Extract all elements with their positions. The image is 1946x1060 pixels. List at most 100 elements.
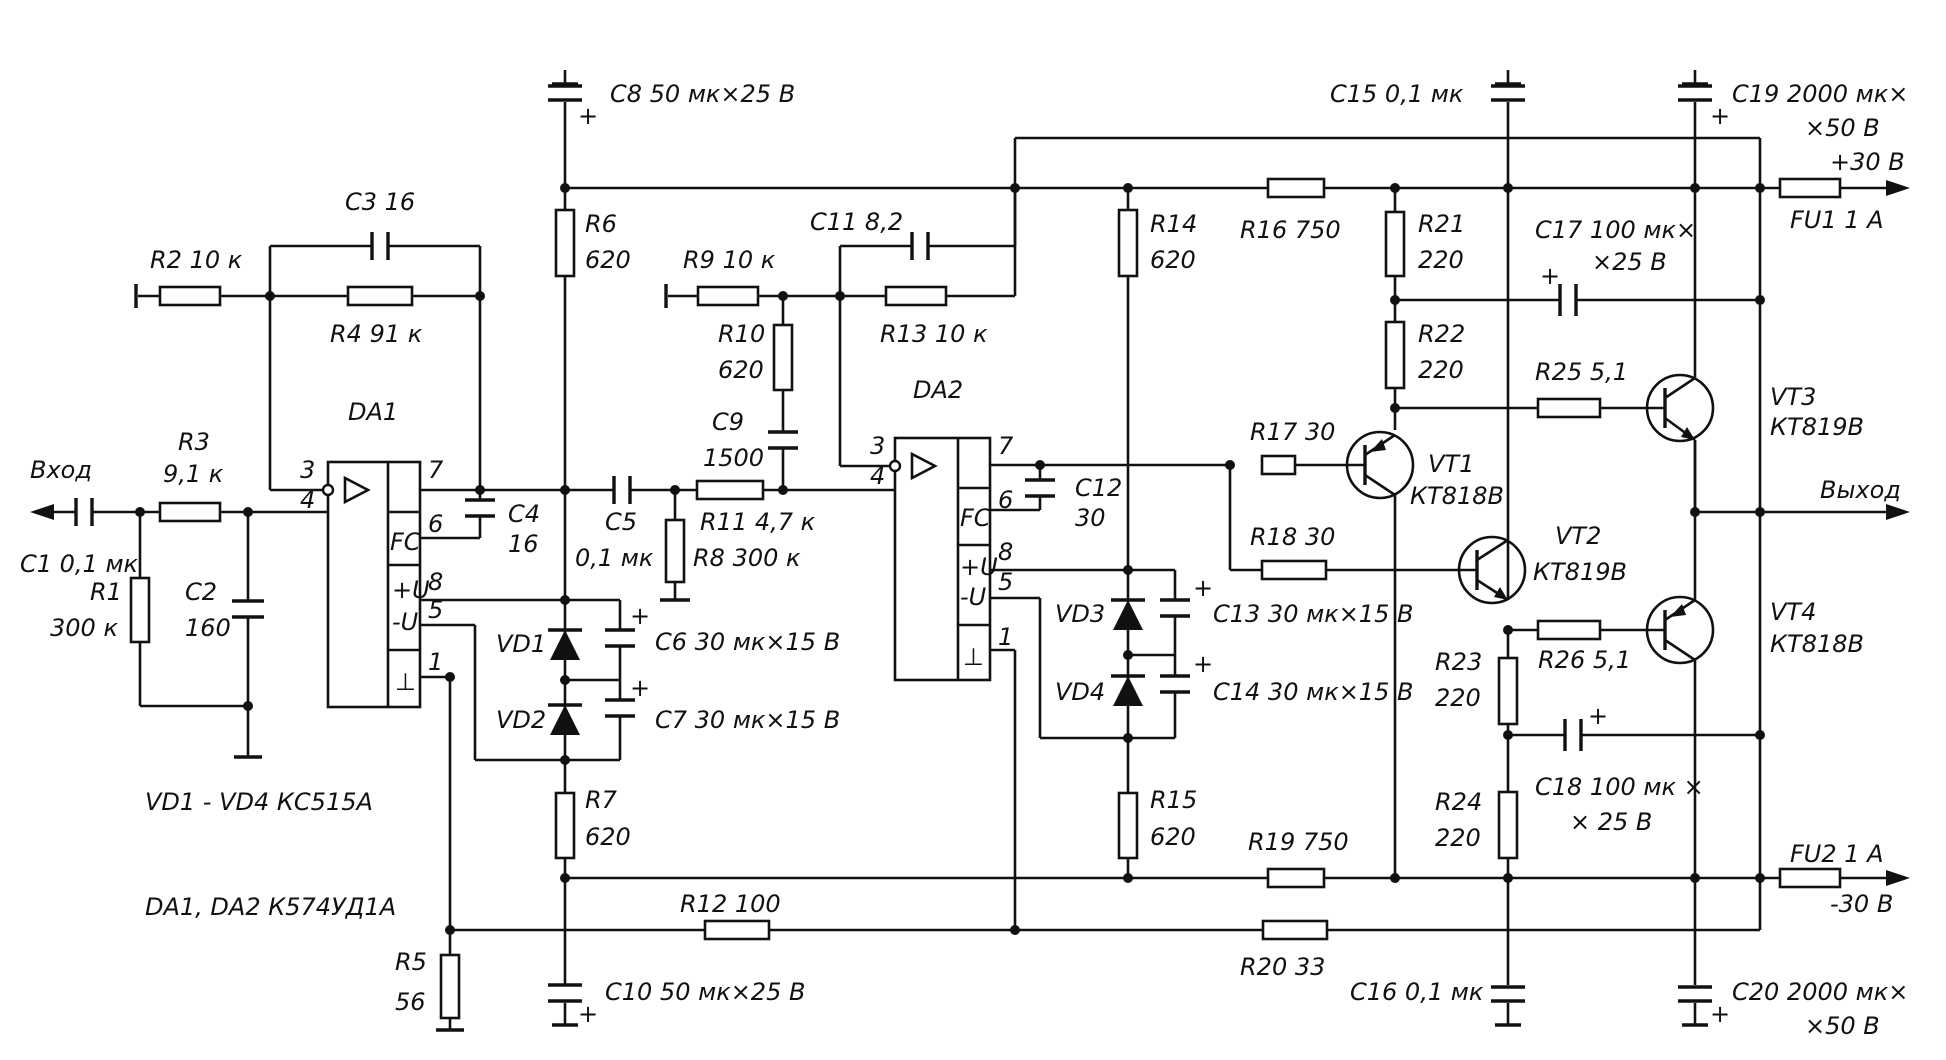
c8-plus: +	[578, 102, 598, 130]
da1-plus-u: +U	[392, 576, 430, 604]
r3-name: R3	[178, 428, 210, 456]
da2-pin5: 5	[998, 568, 1013, 596]
da2-minus-u: -U	[960, 583, 987, 611]
c5-value: 0,1 мк	[575, 544, 654, 572]
r3-value: 9,1 к	[163, 460, 224, 488]
resistor-r18	[1260, 559, 1328, 581]
c4-name: C4	[508, 500, 540, 528]
r14-value: 620	[1150, 246, 1196, 274]
r21-name: R21	[1418, 210, 1465, 238]
c9-value: 1500	[703, 444, 764, 472]
c20-plus: +	[1710, 1000, 1730, 1028]
terminals	[30, 70, 1910, 1032]
c20-label: C20 2000 мк×	[1732, 978, 1908, 1006]
c7-label: C7 30 мк×15 В	[655, 706, 840, 734]
da1-pin5: 5	[428, 596, 443, 624]
da1-minus-u: -U	[392, 608, 419, 636]
vd3-label: VD3	[1055, 600, 1105, 628]
zener-vd3	[1113, 600, 1143, 630]
c19-label-2: ×50 В	[1805, 114, 1880, 142]
r21-value: 220	[1418, 246, 1464, 274]
resistor-r21	[1384, 210, 1406, 278]
r22-value: 220	[1418, 356, 1464, 384]
r19-label: R19 750	[1248, 828, 1349, 856]
r1-value: 300 к	[50, 614, 118, 642]
input-arrow	[30, 504, 54, 520]
c13-plus: +	[1193, 574, 1213, 602]
c2-name: C2	[185, 578, 217, 606]
da1-fc: FC	[390, 528, 421, 556]
r6-value: 620	[585, 246, 631, 274]
resistor-r23	[1497, 656, 1519, 726]
da2-pin7: 7	[998, 432, 1014, 460]
r15-name: R15	[1150, 786, 1197, 814]
da2-pin4: 4	[870, 462, 885, 490]
zener-vd2	[550, 705, 580, 735]
r11-label: R11 4,7 к	[700, 508, 816, 536]
vt1-label: VT1	[1428, 450, 1474, 478]
c12-name: C12	[1075, 474, 1122, 502]
r17-label: R17 30	[1250, 418, 1335, 446]
zener-diodes	[548, 598, 1145, 735]
r10-value: 620	[718, 356, 764, 384]
output-label: Выход	[1820, 476, 1901, 504]
r6-name: R6	[585, 210, 617, 238]
r7-value: 620	[585, 823, 631, 851]
da1-pin7: 7	[428, 456, 444, 484]
c6-plus: +	[630, 602, 650, 630]
r22-name: R22	[1418, 320, 1465, 348]
c14-plus: +	[1193, 650, 1213, 678]
c19-label: C19 2000 мк×	[1732, 80, 1908, 108]
r8-label: R8 300 к	[693, 544, 801, 572]
resistor-r6	[554, 208, 576, 278]
output-arrow	[1886, 504, 1910, 520]
da2-plus-u: +U	[960, 553, 998, 581]
r5-name: R5	[395, 948, 427, 976]
da2-pin3: 3	[870, 432, 885, 460]
c10-label: C10 50 мк×25 В	[605, 978, 805, 1006]
c19-plus: +	[1710, 102, 1730, 130]
r25-label: R25 5,1	[1535, 358, 1628, 386]
resistor-r26	[1536, 619, 1602, 641]
resistor-r11	[695, 479, 765, 501]
op-amp-da2	[888, 436, 992, 682]
da1-pin1: 1	[428, 648, 443, 676]
c15-label: C15 0,1 мк	[1330, 80, 1464, 108]
r24-name: R24	[1435, 788, 1482, 816]
c18-plus: +	[1588, 702, 1608, 730]
minus30-arrow	[1886, 870, 1910, 886]
junctions	[135, 183, 1765, 935]
da2-pin6: 6	[998, 486, 1013, 514]
r24-value: 220	[1435, 824, 1481, 852]
r9-label: R9 10 к	[683, 246, 776, 274]
resistor-r24	[1497, 790, 1519, 860]
c2-value: 160	[185, 614, 231, 642]
resistor-r15	[1117, 791, 1139, 860]
r26-label: R26 5,1	[1538, 646, 1631, 674]
da1-label: DA1	[348, 398, 398, 426]
da-note: DA1, DA2 К574УД1А	[145, 893, 396, 921]
da2-gnd: ⊥	[963, 643, 984, 671]
transistors	[1345, 373, 1715, 665]
resistor-r14	[1117, 208, 1139, 278]
vt4-label: VT4	[1770, 598, 1816, 626]
c20-label-2: ×50 В	[1805, 1012, 1880, 1040]
resistor-r2	[158, 285, 222, 307]
c17-plus: +	[1540, 262, 1560, 290]
input-label: Вход	[30, 456, 92, 484]
r23-name: R23	[1435, 648, 1482, 676]
da2-pin8: 8	[998, 538, 1013, 566]
c7-plus: +	[630, 674, 650, 702]
r23-value: 220	[1435, 684, 1481, 712]
c17-label-2: ×25 В	[1592, 248, 1667, 276]
da1-pin8: 8	[428, 568, 443, 596]
r4-label: R4 91 к	[330, 320, 423, 348]
r16-label: R16 750	[1240, 216, 1341, 244]
vt4-type: КТ818В	[1770, 630, 1864, 658]
resistor-r16	[1266, 177, 1326, 199]
fuse-fu2	[1778, 867, 1842, 889]
da1-gnd: ⊥	[395, 668, 416, 696]
fuse-fu1	[1778, 177, 1842, 199]
labels: Вход Выход +30 В -30 В FU1 1 А FU2 1 А D…	[20, 80, 1908, 1040]
c9-name: C9	[712, 408, 744, 436]
